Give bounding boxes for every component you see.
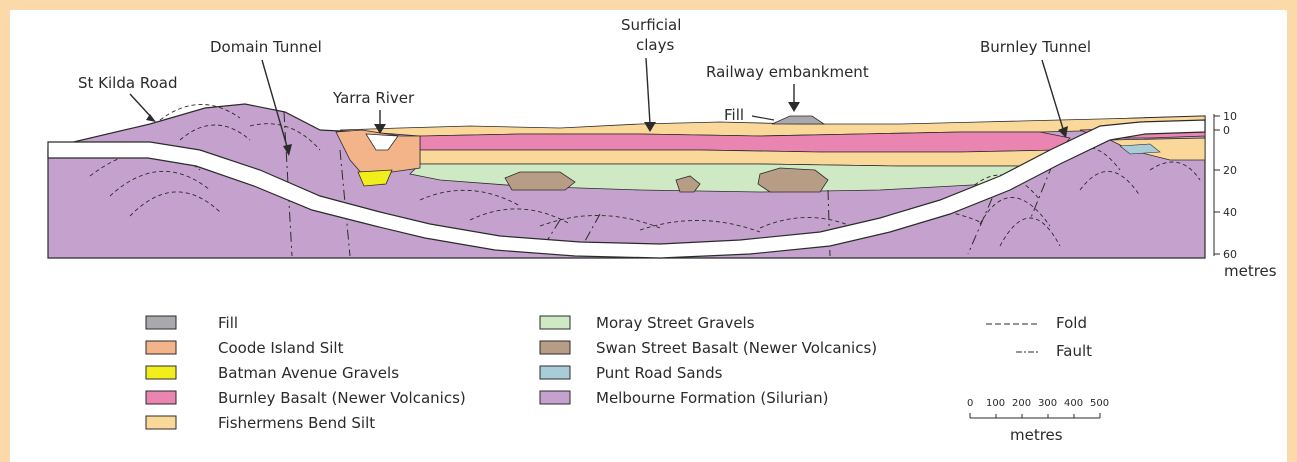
scale-tick: 200: [1012, 398, 1031, 409]
label-railway-embankment: Railway embankment: [706, 63, 869, 81]
legend-label: Punt Road Sands: [596, 364, 723, 382]
arrowhead-railway: [788, 102, 800, 112]
railway-embankment-fill: [772, 116, 824, 124]
scale-tick: 0: [967, 398, 973, 409]
arrowhead-st-kilda: [146, 114, 156, 122]
legend-label: Melbourne Formation (Silurian): [596, 389, 829, 407]
label-fill: Fill: [724, 106, 744, 124]
scale-tick: 100: [986, 398, 1005, 409]
cross-section: [48, 104, 1205, 258]
legend-label: Swan Street Basalt (Newer Volcanics): [596, 339, 877, 357]
legend-swatch-fishermens: [146, 416, 176, 429]
swan-street-basalt-pod: [505, 172, 575, 190]
scale-bar: 0 100 200 300 400 500 metres: [967, 398, 1109, 444]
label-burnley-tunnel: Burnley Tunnel: [980, 38, 1091, 56]
pointer-surficial-clays: [646, 58, 650, 124]
fault-key-label: Fault: [1056, 342, 1092, 360]
legend-label: Fill: [218, 314, 238, 332]
legend-swatch-melbourne: [540, 391, 570, 404]
label-st-kilda-road: St Kilda Road: [78, 74, 177, 92]
legend-label: Moray Street Gravels: [596, 314, 755, 332]
depth-tick: 60: [1223, 248, 1237, 261]
swan-street-basalt-pod: [758, 168, 828, 192]
scale-tick: 300: [1038, 398, 1057, 409]
label-domain-tunnel: Domain Tunnel: [210, 38, 322, 56]
legend-label: Fishermens Bend Silt: [218, 414, 375, 432]
line-key: Fold Fault: [986, 314, 1092, 360]
legend-label: Burnley Basalt (Newer Volcanics): [218, 389, 466, 407]
legend-swatch-punt: [540, 366, 570, 379]
pointer-st-kilda: [130, 94, 152, 118]
legend-swatch-burnley: [146, 391, 176, 404]
legend-swatch-coode: [146, 341, 176, 354]
pointer-fill: [752, 116, 774, 120]
depth-axis: 10 0 20 40 60 metres: [1214, 110, 1277, 280]
legend-label: Batman Avenue Gravels: [218, 364, 399, 382]
depth-tick: 10: [1223, 110, 1237, 123]
legend-column-2: Moray Street Gravels Swan Street Basalt …: [540, 314, 877, 407]
label-yarra-river: Yarra River: [332, 89, 415, 107]
depth-unit: metres: [1224, 262, 1277, 280]
legend-swatch-swan: [540, 341, 570, 354]
depth-tick: 20: [1223, 164, 1237, 177]
legend-label: Coode Island Silt: [218, 339, 344, 357]
label-clays: clays: [636, 36, 674, 54]
label-surficial: Surficial: [621, 16, 681, 34]
scale-tick: 400: [1064, 398, 1083, 409]
legend-swatch-batman: [146, 366, 176, 379]
depth-tick: 0: [1223, 124, 1230, 137]
scale-tick: 500: [1090, 398, 1109, 409]
legend-swatch-moray: [540, 316, 570, 329]
scale-unit: metres: [1010, 426, 1063, 444]
legend-swatch-fill: [146, 316, 176, 329]
depth-tick: 40: [1223, 206, 1237, 219]
legend-column-1: Fill Coode Island Silt Batman Avenue Gra…: [146, 314, 466, 432]
fold-key-label: Fold: [1056, 314, 1087, 332]
